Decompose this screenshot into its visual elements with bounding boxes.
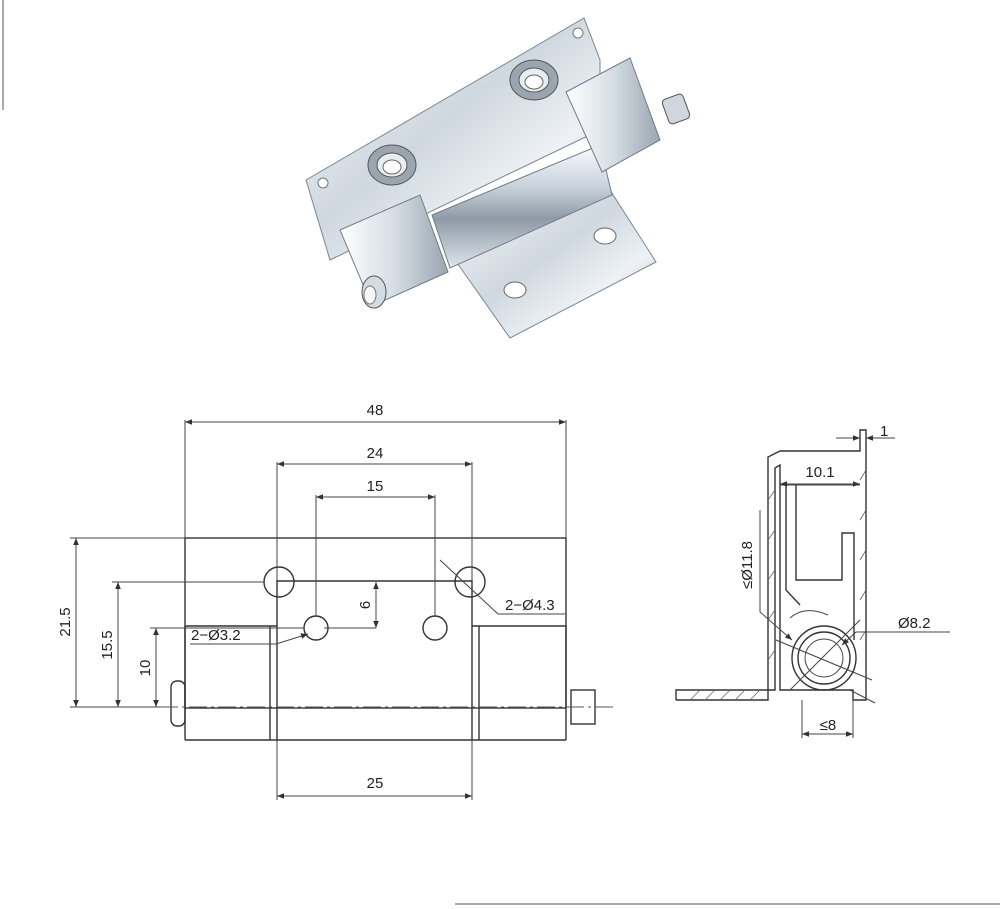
dim-thickness: 1 (880, 423, 888, 440)
barrel-inner-circle (804, 638, 844, 678)
callout-large-holes: 2−Ø4.3 (505, 597, 555, 614)
dim-pin-diameter: Ø8.2 (898, 615, 931, 632)
knuckle-right (565, 57, 661, 173)
hinge-barrel (431, 144, 613, 269)
barrel-pin-circle (797, 631, 851, 685)
front-view-outline (184, 537, 567, 709)
large-hole-left (263, 566, 295, 598)
countersunk-hole-left (367, 144, 417, 186)
dim-leaf-width: 24 (367, 445, 384, 462)
large-hole-right (454, 566, 486, 598)
front-view-drawing: 48 24 15 25 21.5 15.5 10 6 2−Ø3.2 2−Ø4.3 (57, 402, 615, 800)
dim-hole-offset: 6 (357, 601, 374, 609)
barrel-outer-circle (791, 625, 857, 691)
dim-outer-diameter: ≤Ø11.8 (739, 541, 756, 589)
dim-base-width: ≤8 (820, 717, 837, 734)
countersunk-hole-right (509, 59, 559, 101)
dim-height-small-holes: 10 (137, 660, 154, 677)
plate-hatching (689, 469, 867, 701)
knuckle-left (339, 194, 449, 307)
dim-width-total: 48 (367, 402, 384, 419)
dim-bottom-leaf: 25 (367, 775, 384, 792)
side-view-drawing: 1 10.1 ≤Ø11.8 Ø8.2 ≤8 (675, 423, 950, 738)
dim-hole-spacing: 15 (367, 478, 384, 495)
dim-height-total: 21.5 (57, 607, 74, 636)
dim-depth: 10.1 (805, 464, 834, 481)
pin-stub-left (170, 680, 186, 727)
small-hole-right (422, 615, 448, 641)
center-leaf-outline (276, 580, 473, 740)
hinge-product-illustration (305, 17, 691, 339)
dim-height-large-holes: 15.5 (99, 630, 116, 659)
callout-small-holes: 2−Ø3.2 (191, 627, 241, 644)
